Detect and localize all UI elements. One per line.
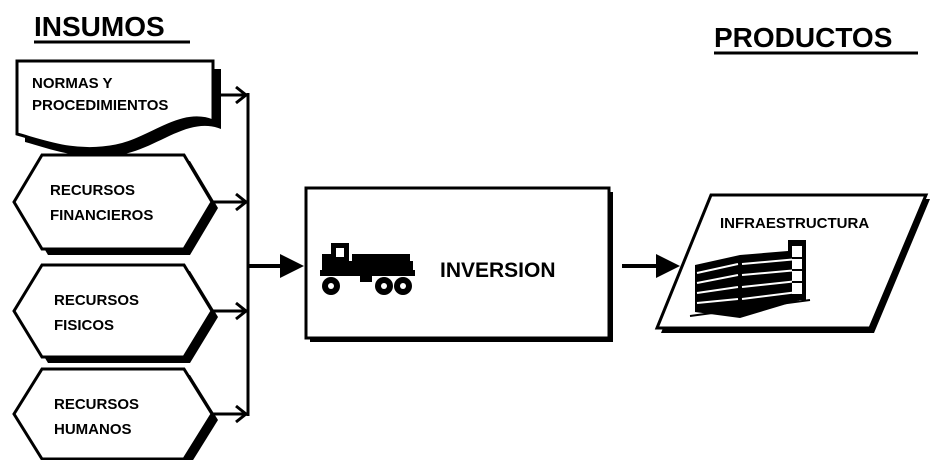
financial-label-line1: RECURSOS [50,182,135,199]
arrow-to-investment [248,254,304,278]
investment-box: INVERSION [306,188,613,342]
arrow-to-infrastructure [622,254,680,278]
arrow-to-infrastructure-head [656,254,680,278]
norms-document: NORMAS Y PROCEDIMIENTOS [17,61,221,157]
outputs-heading: PRODUCTOS [714,22,892,53]
outputs-heading-group: PRODUCTOS [714,22,918,53]
inputs-heading-group: INSUMOS [34,11,190,42]
physical-label-line2: FISICOS [54,317,114,334]
physical-label-line1: RECURSOS [54,292,139,309]
physical-resources-hexagon: RECURSOS FISICOS [14,265,218,363]
financial-resources-hexagon: RECURSOS FINANCIEROS [14,155,218,255]
norms-label-line2: PROCEDIMIENTOS [32,97,168,114]
arrow-to-investment-head [280,254,304,278]
infrastructure-label: INFRAESTRUCTURA [720,215,869,232]
input-connectors [212,87,248,422]
infrastructure-parallelogram: INFRAESTRUCTURA [657,195,930,333]
norms-label-line1: NORMAS Y [32,75,113,92]
human-hexagon-shape [14,369,212,459]
investment-label: INVERSION [440,259,556,282]
inputs-heading: INSUMOS [34,11,165,42]
financial-hexagon-shape [14,155,212,249]
human-label-line1: RECURSOS [54,396,139,413]
physical-hexagon-shape [14,265,212,357]
human-label-line2: HUMANOS [54,421,132,438]
financial-label-line2: FINANCIEROS [50,207,153,224]
human-resources-hexagon: RECURSOS HUMANOS [14,369,218,460]
